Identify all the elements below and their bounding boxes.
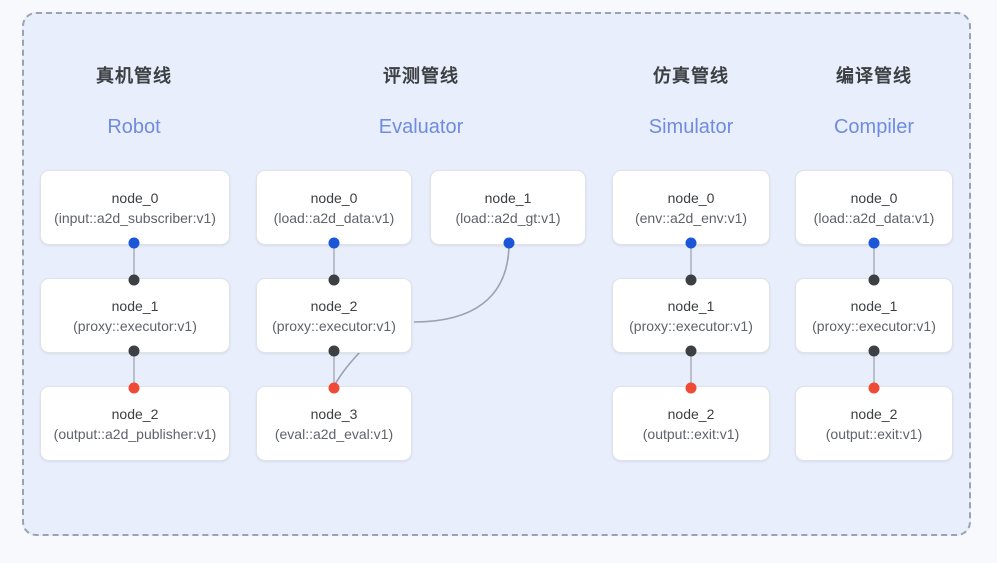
node-evaluator-node_3[interactable]: node_3(eval::a2d_eval:v1) xyxy=(256,386,412,461)
node-robot-node_1[interactable]: node_1(proxy::executor:v1) xyxy=(40,278,230,353)
port-output-evaluator-node-1[interactable] xyxy=(503,237,515,249)
port-input-robot-node-2[interactable] xyxy=(128,382,140,394)
node-name-label: node_0 xyxy=(111,189,159,206)
node-robot-node_0[interactable]: node_0(input::a2d_subscriber:v1) xyxy=(40,170,230,245)
node-name-label: node_0 xyxy=(850,189,898,206)
node-compiler-node_0[interactable]: node_0(load::a2d_data:v1) xyxy=(795,170,953,245)
node-simulator-node_1[interactable]: node_1(proxy::executor:v1) xyxy=(612,278,770,353)
link-comp-0-1 xyxy=(873,243,875,280)
node-name-label: node_3 xyxy=(310,405,358,422)
node-robot-node_2[interactable]: node_2(output::a2d_publisher:v1) xyxy=(40,386,230,461)
node-evaluator-node_1[interactable]: node_1(load::a2d_gt:v1) xyxy=(430,170,586,245)
node-simulator-node_2[interactable]: node_2(output::exit:v1) xyxy=(612,386,770,461)
node-name-label: node_1 xyxy=(850,297,898,314)
port-output-evaluator-node-2[interactable] xyxy=(328,345,340,357)
port-output-compiler-node-0[interactable] xyxy=(868,237,880,249)
node-compiler-node_1[interactable]: node_1(proxy::executor:v1) xyxy=(795,278,953,353)
node-spec-label: (eval::a2d_eval:v1) xyxy=(274,425,394,442)
node-spec-label: (proxy::executor:v1) xyxy=(73,317,197,334)
node-spec-label: (proxy::executor:v1) xyxy=(272,317,396,334)
port-input-robot-node-1[interactable] xyxy=(128,274,140,286)
port-input-evaluator-node-2[interactable] xyxy=(328,274,340,286)
node-name-label: node_2 xyxy=(850,405,898,422)
node-simulator-node_0[interactable]: node_0(env::a2d_env:v1) xyxy=(612,170,770,245)
port-input-compiler-node-1[interactable] xyxy=(868,274,880,286)
node-spec-label: (load::a2d_data:v1) xyxy=(273,209,395,226)
node-spec-label: (proxy::executor:v1) xyxy=(812,317,936,334)
port-output-simulator-node-1[interactable] xyxy=(685,345,697,357)
node-spec-label: (proxy::executor:v1) xyxy=(629,317,753,334)
node-spec-label: (load::a2d_gt:v1) xyxy=(455,209,561,226)
node-spec-label: (load::a2d_data:v1) xyxy=(813,209,935,226)
node-spec-label: (input::a2d_subscriber:v1) xyxy=(54,209,216,226)
node-name-label: node_2 xyxy=(667,405,715,422)
link-eval-2-3 xyxy=(333,351,335,388)
node-name-label: node_0 xyxy=(310,189,358,206)
node-name-label: node_1 xyxy=(667,297,715,314)
node-spec-label: (output::a2d_publisher:v1) xyxy=(53,425,217,442)
link-robot-1-2 xyxy=(133,351,135,388)
port-input-evaluator-node-3[interactable] xyxy=(328,382,340,394)
link-comp-1-2 xyxy=(873,351,875,388)
node-name-label: node_2 xyxy=(310,297,358,314)
link-robot-0-1 xyxy=(133,243,135,280)
link-eval-0-2 xyxy=(333,243,335,280)
node-spec-label: (output::exit:v1) xyxy=(642,425,740,442)
link-sim-0-1 xyxy=(690,243,692,280)
port-input-compiler-node-2[interactable] xyxy=(868,382,880,394)
node-evaluator-node_2[interactable]: node_2(proxy::executor:v1) xyxy=(256,278,412,353)
port-output-simulator-node-0[interactable] xyxy=(685,237,697,249)
node-evaluator-node_0[interactable]: node_0(load::a2d_data:v1) xyxy=(256,170,412,245)
node-name-label: node_1 xyxy=(111,297,159,314)
node-name-label: node_2 xyxy=(111,405,159,422)
port-output-evaluator-node-0[interactable] xyxy=(328,237,340,249)
node-name-label: node_0 xyxy=(667,189,715,206)
port-input-simulator-node-2[interactable] xyxy=(685,382,697,394)
link-sim-1-2 xyxy=(690,351,692,388)
port-output-compiler-node-1[interactable] xyxy=(868,345,880,357)
node-spec-label: (output::exit:v1) xyxy=(825,425,923,442)
node-compiler-node_2[interactable]: node_2(output::exit:v1) xyxy=(795,386,953,461)
node-name-label: node_1 xyxy=(484,189,532,206)
port-input-simulator-node-1[interactable] xyxy=(685,274,697,286)
port-output-robot-node-1[interactable] xyxy=(128,345,140,357)
port-output-robot-node-0[interactable] xyxy=(128,237,140,249)
node-spec-label: (env::a2d_env:v1) xyxy=(634,209,748,226)
